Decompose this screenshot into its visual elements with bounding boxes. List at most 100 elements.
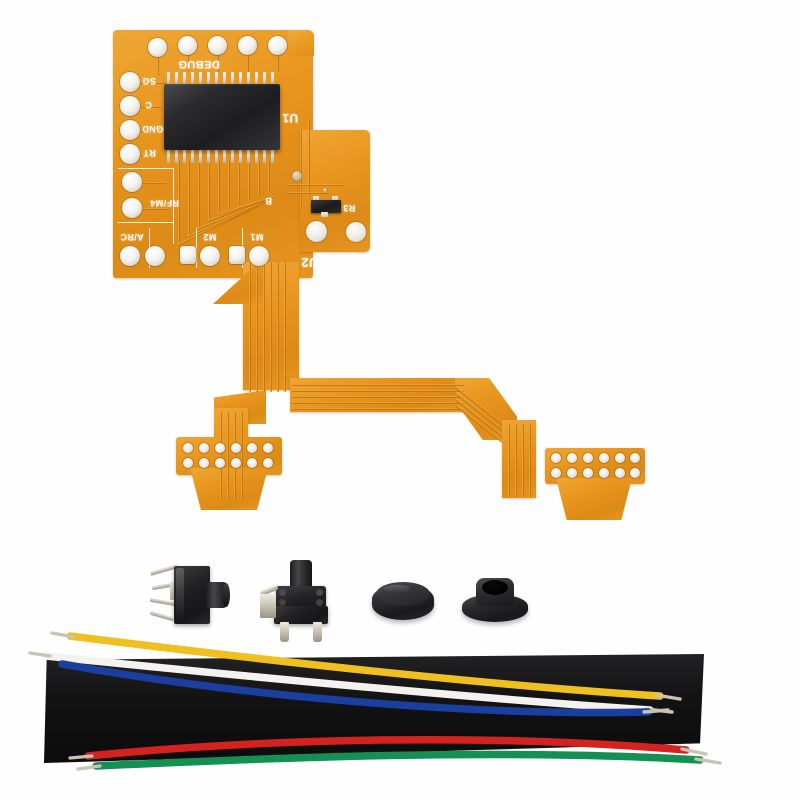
switch-leg	[280, 622, 289, 642]
debug-pad	[268, 36, 287, 55]
button-cap-hollow	[462, 576, 528, 624]
cap-specular-highlight	[384, 585, 410, 593]
wire-green	[92, 750, 704, 770]
trace	[277, 50, 280, 72]
switch-case-top	[276, 586, 326, 608]
switch-body	[174, 566, 210, 624]
wire-red-tip	[680, 747, 708, 756]
wire-blue-tip	[642, 708, 670, 714]
wire-green-tip-left	[76, 764, 102, 771]
wire-white	[42, 652, 654, 714]
trace	[286, 184, 344, 187]
trace	[157, 50, 160, 76]
wire-bundle-group	[0, 620, 800, 800]
wire-blue	[58, 660, 652, 717]
trace	[268, 160, 271, 192]
pcb-ribbon-right	[290, 378, 470, 412]
trace	[263, 262, 266, 392]
edge-pad	[120, 96, 140, 116]
flex-pcb-board: DEBUG SG C GND RT RF/M4 A/RC M2 M1 B U1 …	[113, 30, 645, 520]
trace	[292, 402, 464, 405]
smd-transistor-u2	[311, 200, 341, 213]
trace	[249, 262, 252, 392]
trace	[256, 262, 259, 392]
trace	[292, 408, 464, 411]
trace	[178, 160, 181, 246]
pcb-right-connector-stem	[556, 478, 632, 520]
switch-body	[274, 606, 328, 624]
trace	[292, 384, 464, 387]
debug-pad	[238, 36, 257, 55]
wire-green-tip	[694, 757, 722, 765]
edge-pad	[120, 72, 140, 92]
trace	[270, 262, 273, 392]
switch-corner-boss	[316, 599, 323, 606]
trace	[241, 412, 244, 500]
smd-transistor-terminal	[313, 196, 319, 201]
ic-pin-row-top	[167, 72, 277, 86]
silkscreen-outline	[118, 168, 174, 169]
trace	[300, 130, 303, 208]
trace	[238, 160, 241, 204]
smd-transistor-terminal	[321, 212, 328, 217]
right-pad-array	[545, 448, 645, 484]
trace	[277, 262, 280, 392]
edge-pad	[120, 144, 140, 164]
silkscreen-outline	[118, 222, 174, 223]
switch-corner-boss	[279, 599, 286, 606]
trace	[136, 208, 170, 211]
trace	[284, 262, 287, 392]
trace	[508, 424, 511, 498]
trace	[198, 160, 201, 230]
edge-pad	[120, 246, 140, 266]
cap-top-face	[376, 582, 430, 606]
trace	[522, 424, 525, 498]
mounting-hole	[306, 221, 327, 242]
switch-plunger-tip	[222, 583, 230, 607]
left-pad-array	[176, 437, 282, 475]
switch-plunger	[290, 560, 312, 592]
wire-yellow-tip-left	[50, 631, 76, 639]
tactile-switch-front-view	[258, 558, 346, 642]
edge-pad	[120, 120, 140, 140]
wire-white-tip-left	[28, 651, 52, 658]
edge-pad	[122, 198, 142, 218]
ic-pin-row-bottom	[167, 148, 277, 164]
silkscreen-outline	[173, 168, 174, 244]
switch-leg	[313, 622, 322, 642]
wire-yellow-tip	[654, 693, 682, 701]
trace	[218, 160, 221, 216]
trace	[136, 82, 166, 85]
trace	[136, 154, 158, 157]
switch-corner-boss	[279, 589, 286, 596]
switch-body-highlight	[176, 568, 184, 622]
trace	[292, 396, 464, 399]
cap-bore-hole	[482, 580, 508, 595]
button-cap-solid	[372, 578, 434, 624]
trace	[228, 160, 231, 210]
via	[323, 188, 327, 192]
pcb-head-bevel	[288, 30, 314, 56]
trace	[258, 160, 261, 196]
trace	[136, 106, 162, 109]
trace	[220, 412, 223, 500]
smd-transistor-terminal	[332, 196, 338, 201]
trace	[136, 182, 166, 185]
debug-pad	[208, 36, 227, 55]
trace	[286, 192, 330, 195]
trace	[136, 130, 160, 133]
wire-yellow	[66, 632, 664, 700]
edge-pad	[200, 246, 220, 266]
edge-pad	[145, 246, 165, 266]
trace	[529, 424, 532, 498]
wire-set	[28, 631, 722, 771]
edge-pad	[122, 172, 142, 192]
trace	[227, 412, 230, 500]
silkscreen-outline	[196, 228, 197, 268]
trace	[187, 50, 190, 72]
switch-side-tab	[260, 594, 276, 618]
trace	[188, 160, 191, 238]
edge-pad	[229, 246, 245, 264]
trace	[208, 160, 211, 222]
trace	[515, 424, 518, 498]
